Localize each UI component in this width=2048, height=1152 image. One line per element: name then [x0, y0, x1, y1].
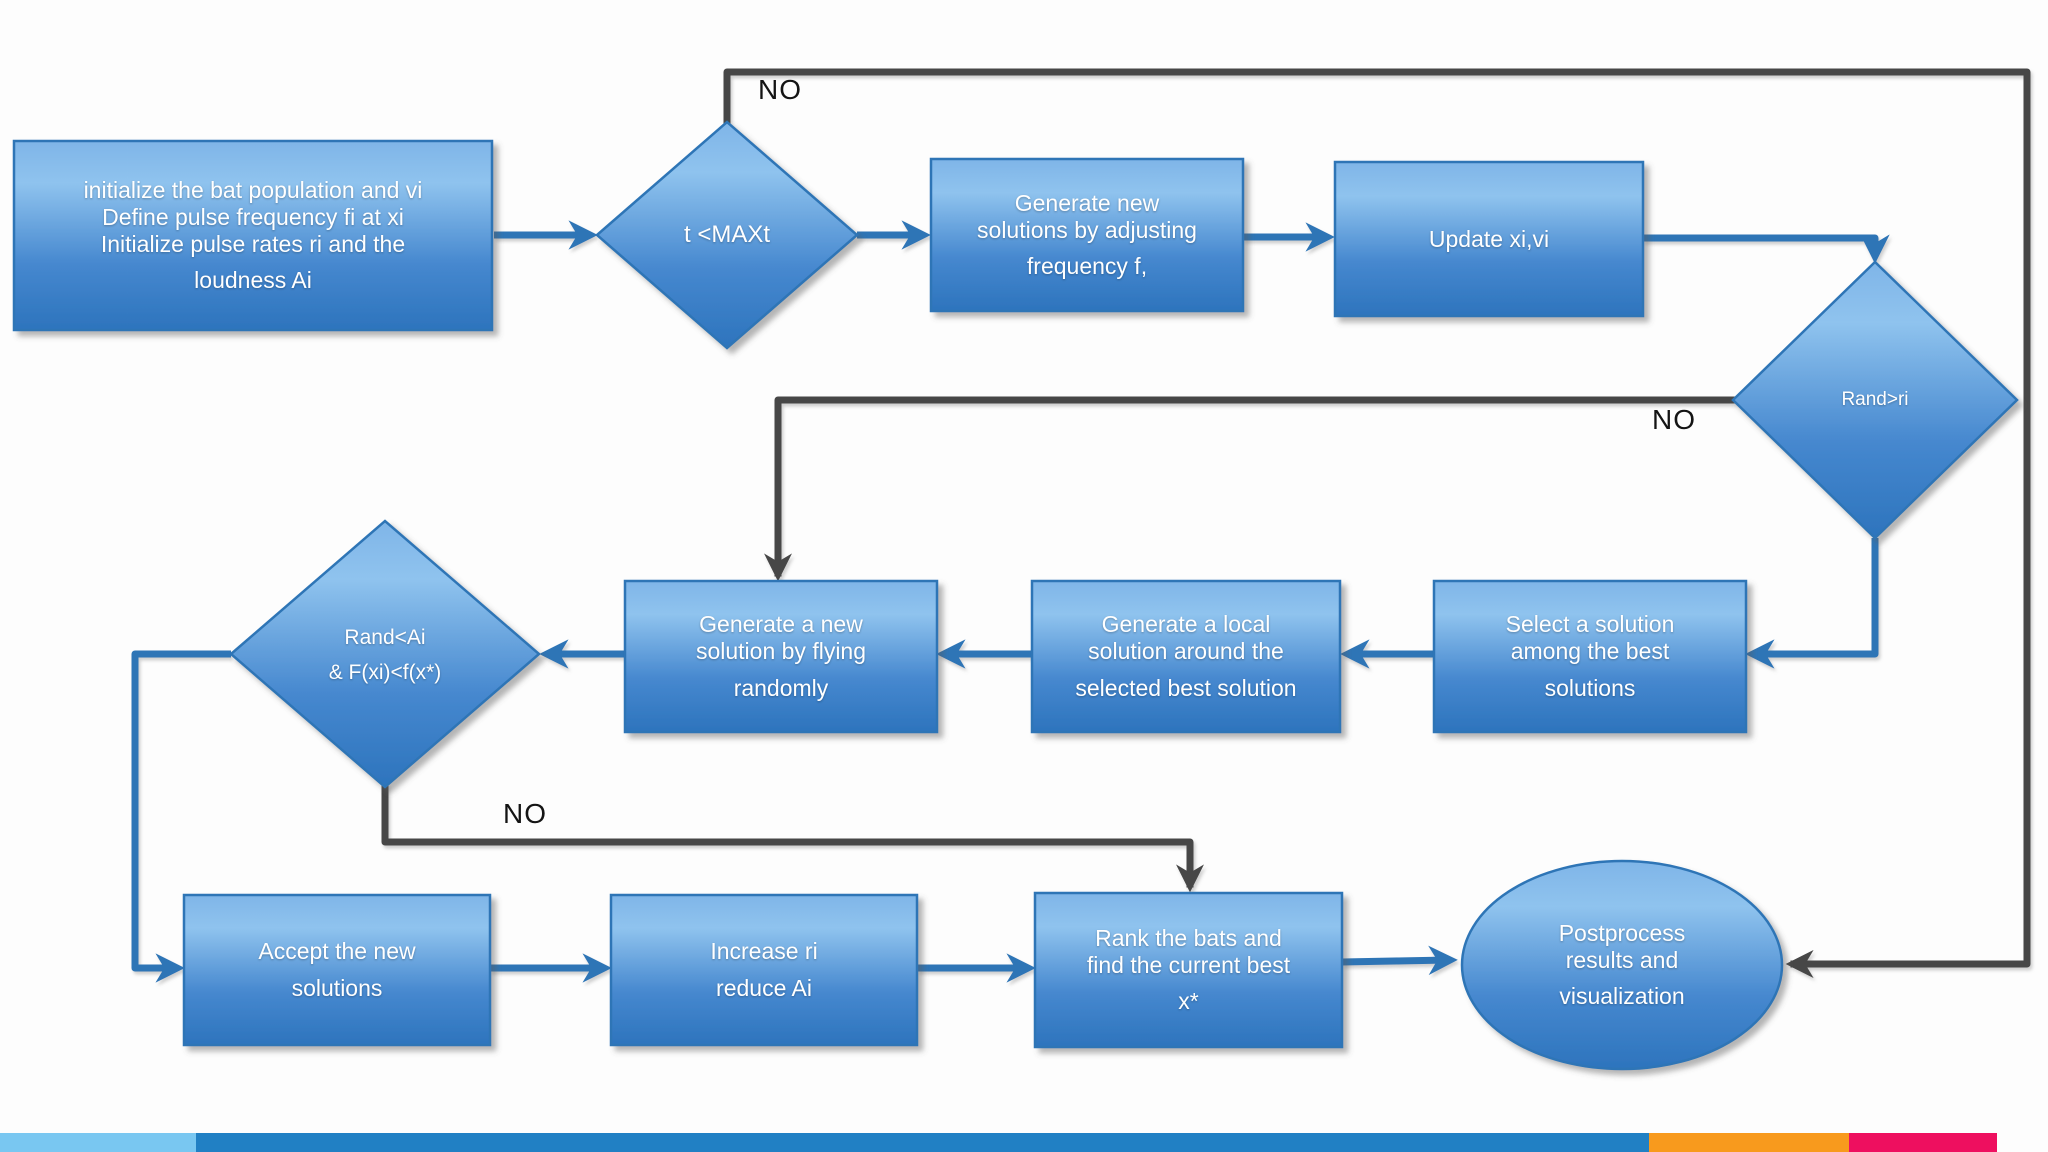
node-randai-shape	[229, 519, 541, 789]
node-gennew-shape	[929, 157, 1245, 313]
node-select-shape	[1432, 579, 1748, 734]
node-update-shape	[1333, 160, 1645, 318]
node-accept-shape	[182, 893, 492, 1047]
connector-randri-to-select	[1745, 538, 1879, 669]
connector-no-randri-to-flying	[764, 396, 1737, 582]
bottom-bar-segment-pink	[1849, 1133, 1997, 1152]
node-init-shape	[12, 139, 494, 332]
connector-update-to-randri	[1643, 234, 1890, 264]
node-randri-shape	[1731, 260, 2019, 540]
bottom-bar-segment-blue	[196, 1133, 1649, 1152]
node-flying-shape	[623, 579, 939, 734]
node-increase-shape	[609, 893, 919, 1047]
connector-no-randai-to-rank	[381, 783, 1204, 893]
node-local-shape	[1030, 579, 1342, 734]
connector-no-tmax-to-postprocess	[723, 68, 2031, 978]
connector-rank-to-postprocess	[1341, 945, 1458, 976]
node-tmax-shape	[595, 120, 859, 350]
bottom-bar-segment-orange	[1649, 1133, 1849, 1152]
connector-randai-to-accept	[131, 650, 231, 983]
bottom-bar-segment-lightblue	[0, 1133, 196, 1152]
node-rank-shape	[1033, 891, 1344, 1049]
node-postprocess-shape	[1460, 859, 1784, 1071]
